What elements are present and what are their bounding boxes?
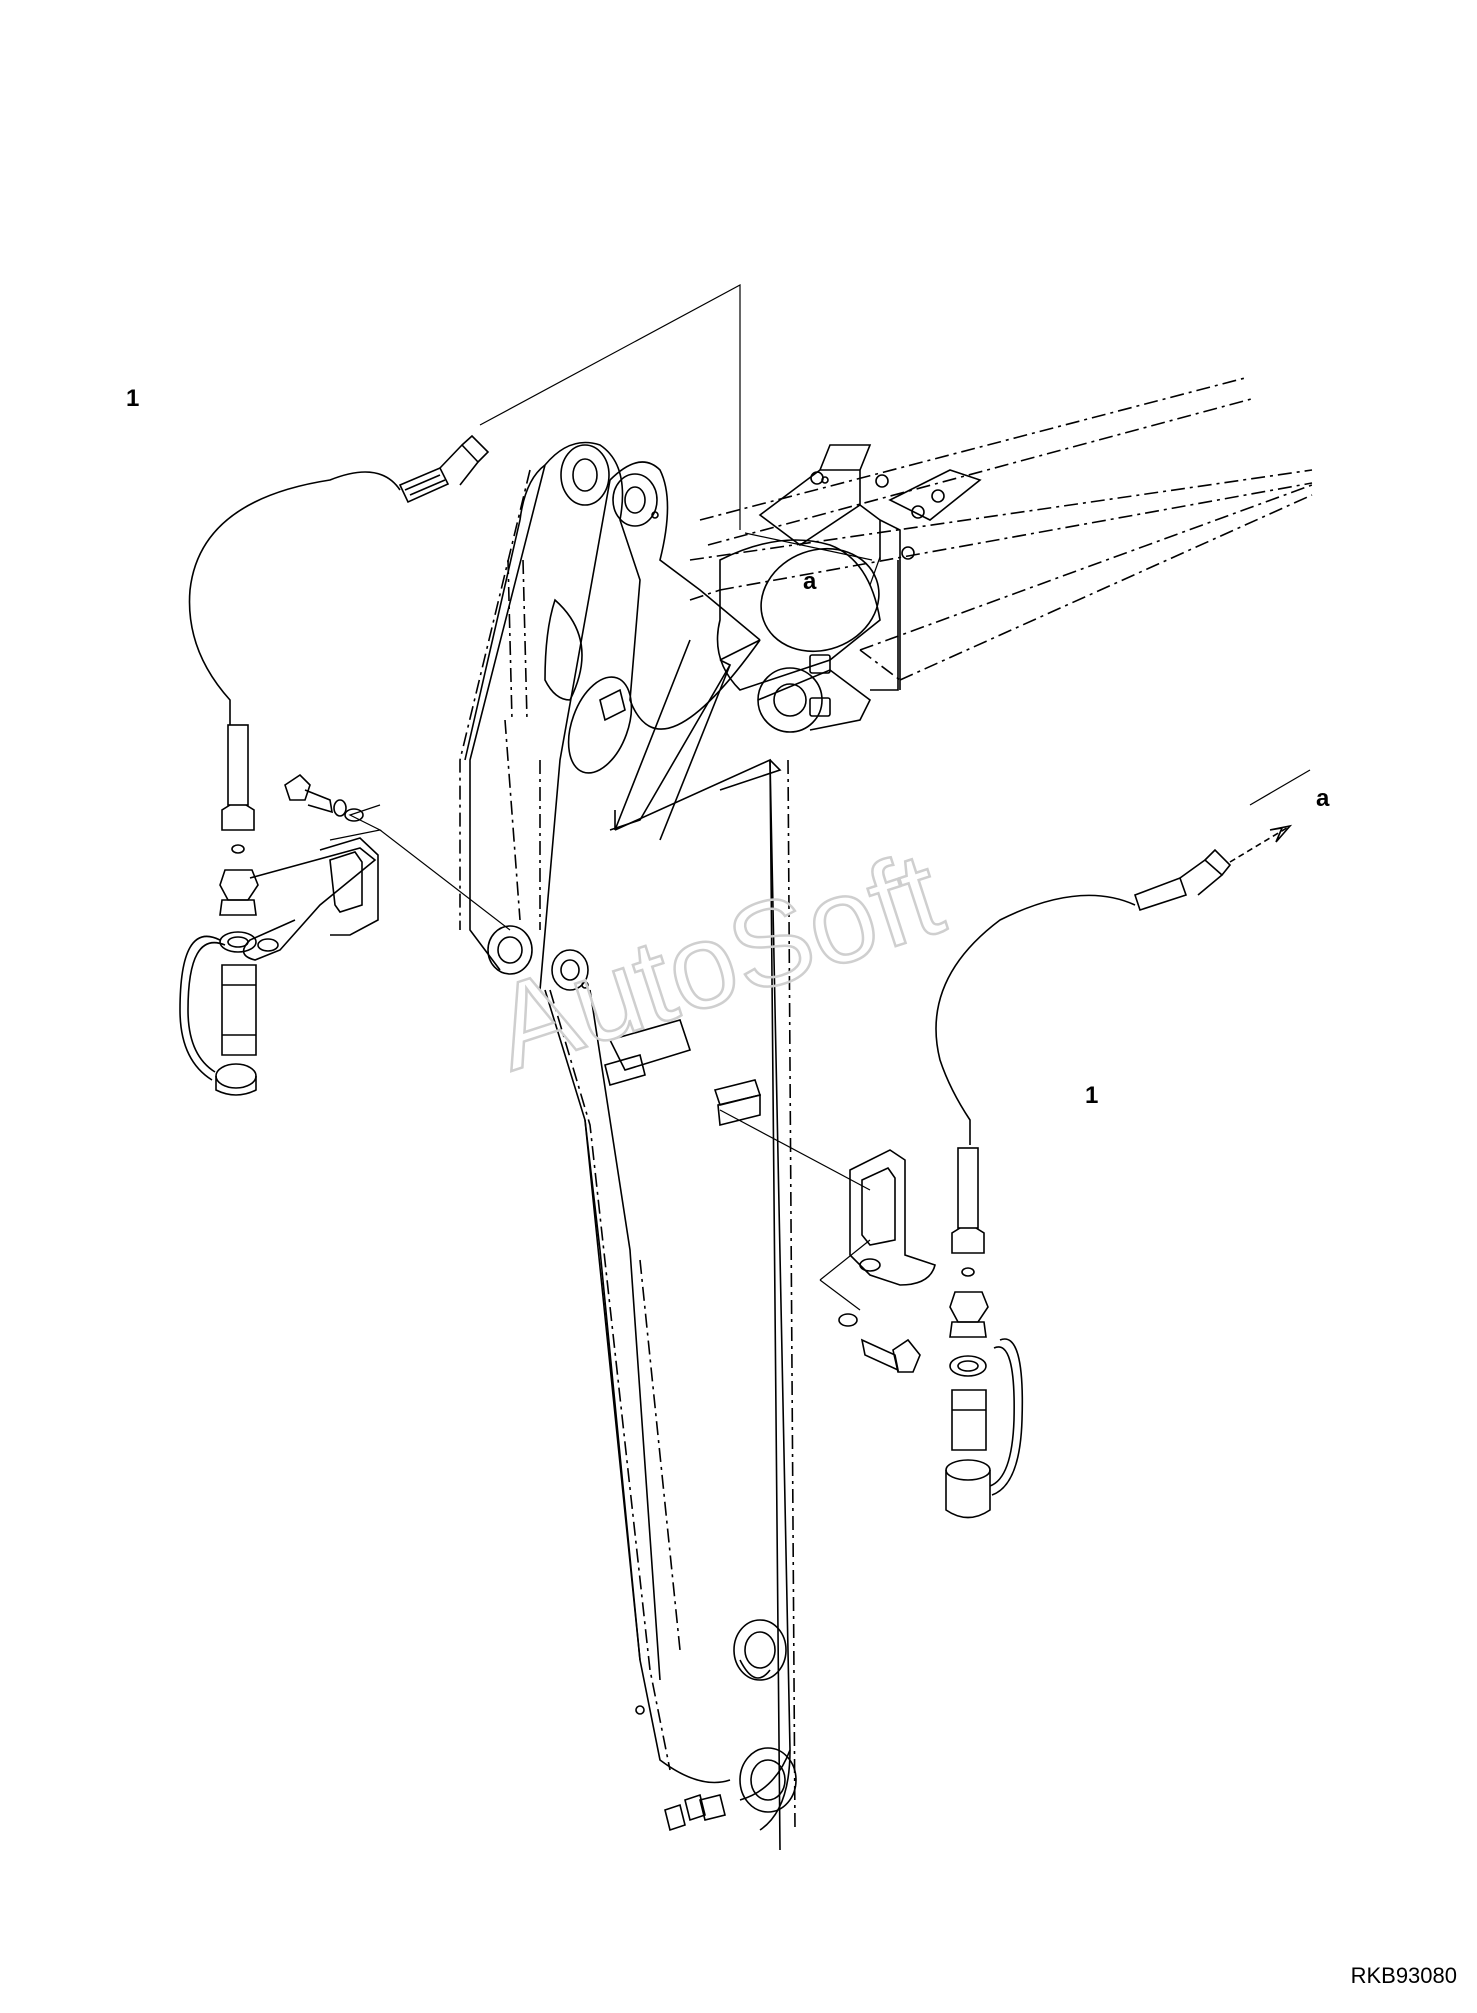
view-mark-a-right: a bbox=[1316, 785, 1330, 812]
boom-foot-pivot bbox=[716, 519, 901, 733]
callout-part-1-left: 1 bbox=[126, 385, 140, 412]
arm-body bbox=[459, 441, 797, 1851]
leader-lines bbox=[329, 283, 1311, 1311]
view-mark-a-top: a bbox=[803, 568, 817, 595]
right-hose-assembly bbox=[713, 824, 1293, 1519]
boom-outline bbox=[689, 377, 1313, 681]
watermark-text: AutoSoft bbox=[478, 826, 957, 1096]
left-hose-assembly bbox=[179, 434, 490, 1096]
callout-part-1-right: 1 bbox=[1085, 1082, 1099, 1109]
drawing-id: RKB93080 bbox=[1350, 1963, 1457, 1988]
